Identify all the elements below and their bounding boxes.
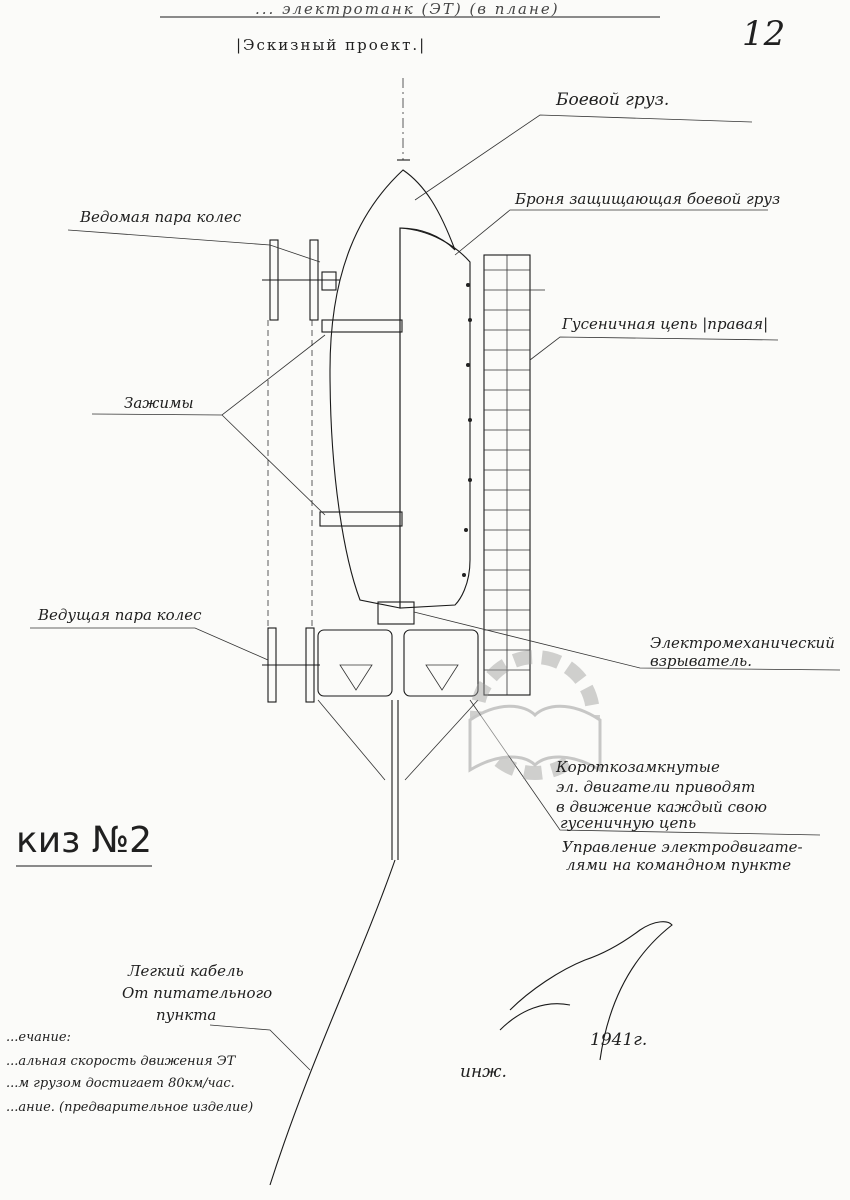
label-motors-2: эл. двигатели приводят bbox=[556, 778, 756, 796]
signature-year: 1941г. bbox=[590, 1030, 648, 1050]
stay-right bbox=[404, 699, 479, 781]
label-drive-wheels: Ведущая пара колес bbox=[38, 606, 202, 624]
label-cable-3: пункта bbox=[156, 1006, 217, 1024]
light-cable bbox=[269, 859, 396, 1186]
label-control-1: Управление электродвигате- bbox=[562, 838, 803, 856]
detonator bbox=[377, 601, 415, 625]
label-armor: Броня защищающая боевой груз bbox=[515, 190, 781, 208]
note-line-1: ...альная скорость движения ЭТ bbox=[6, 1054, 236, 1069]
note-line-2: ...м грузом достигает 80км/час. bbox=[6, 1076, 235, 1091]
project-type: |Эскизный проект.| bbox=[236, 36, 427, 54]
label-cable-1: Легкий кабель bbox=[128, 962, 244, 980]
label-control-2: лями на командном пункте bbox=[566, 856, 792, 874]
note-heading: ...ечание: bbox=[6, 1030, 71, 1045]
label-clamps: Зажимы bbox=[124, 394, 194, 412]
label-motors-4: гусеничную цепь bbox=[560, 814, 697, 832]
page-number: 12 bbox=[742, 14, 786, 54]
signature-prefix: инж. bbox=[460, 1062, 507, 1082]
label-detonator-2: взрыватель. bbox=[650, 652, 752, 670]
label-track: Гусеничная цепь |правая| bbox=[562, 315, 769, 333]
label-cable-2: От питательного bbox=[122, 984, 273, 1002]
leader-lines bbox=[30, 114, 841, 1071]
label-combat-load: Боевой груз. bbox=[556, 90, 670, 110]
motor-right bbox=[403, 629, 479, 697]
label-detonator-1: Электромеханический bbox=[650, 634, 835, 652]
kiz-label: киз №2 bbox=[16, 820, 153, 861]
combat-load-body bbox=[329, 169, 456, 609]
armor-plate bbox=[399, 227, 471, 609]
track-links bbox=[484, 255, 530, 695]
stay-left bbox=[317, 699, 386, 781]
clamp-upper bbox=[321, 319, 403, 333]
clamp-lower bbox=[319, 511, 403, 527]
label-motors-3: в движение каждый свою bbox=[556, 798, 767, 816]
driven-hub bbox=[321, 271, 337, 291]
signature-scribble bbox=[499, 921, 673, 1061]
watermark-logo bbox=[468, 650, 602, 780]
note-line-3: ...ание. (предварительное изделие) bbox=[6, 1100, 254, 1115]
motor-left bbox=[317, 629, 393, 697]
armor-rivets bbox=[462, 283, 472, 577]
motor-windings bbox=[339, 664, 459, 691]
label-driven-wheels: Ведомая пара колес bbox=[80, 208, 242, 226]
header-title: ... электротанк (ЭТ) (в плане) bbox=[255, 0, 560, 18]
label-motors-1: Короткозамкнутые bbox=[556, 758, 720, 776]
